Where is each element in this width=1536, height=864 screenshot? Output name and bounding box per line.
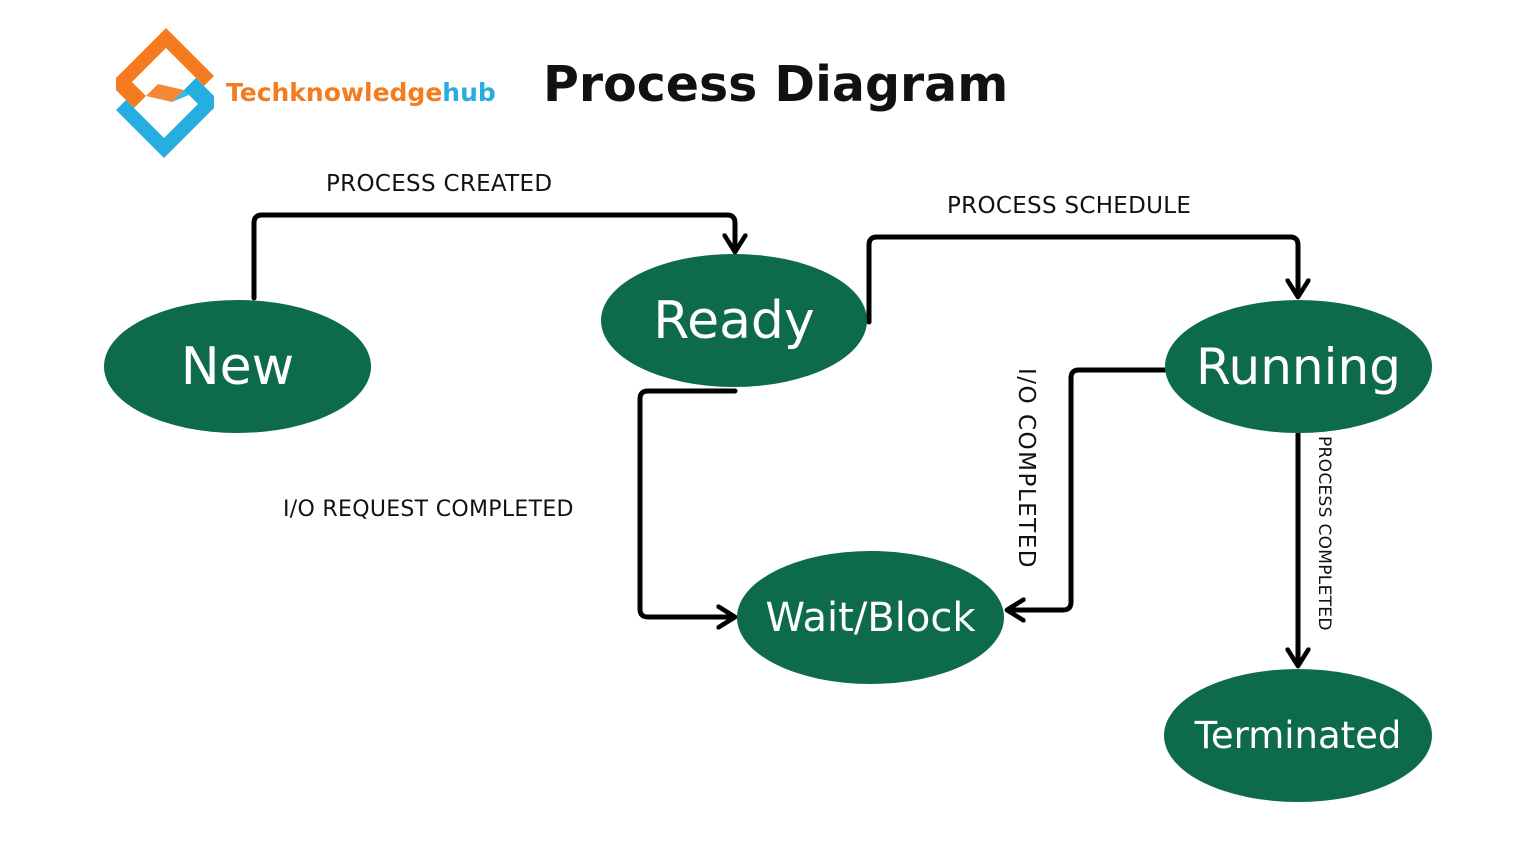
edge-ready-to-running	[866, 234, 1298, 325]
edge-ready-to-wait	[637, 388, 738, 617]
edge-new-to-ready	[251, 212, 735, 301]
label-io-request-completed: I/O REQUEST COMPLETED	[283, 497, 574, 522]
edge-running-to-wait	[1009, 367, 1169, 610]
brand-name-part1: Techknowledge	[226, 78, 443, 107]
brand-name: Techknowledgehub	[226, 78, 496, 107]
page-title: Process Diagram	[543, 56, 1009, 113]
state-terminated-label: Terminated	[1194, 714, 1402, 757]
brand-name-part2: hub	[442, 78, 496, 107]
state-wait-block-label: Wait/Block	[765, 594, 976, 641]
label-process-schedule: PROCESS SCHEDULE	[947, 193, 1192, 219]
techknowledgehub-logo-icon	[116, 28, 214, 158]
state-running-label: Running	[1196, 337, 1401, 396]
label-io-completed: I/O COMPLETED	[1013, 368, 1039, 569]
state-terminated: Terminated	[1164, 669, 1432, 802]
state-running: Running	[1165, 300, 1432, 433]
state-wait-block: Wait/Block	[737, 551, 1004, 684]
brand-logo: Techknowledgehub	[110, 28, 510, 163]
label-process-completed: PROCESS COMPLETED	[1314, 436, 1334, 631]
label-process-created: PROCESS CREATED	[326, 171, 553, 197]
state-new: New	[104, 300, 371, 433]
state-ready-label: Ready	[653, 290, 815, 351]
state-ready: Ready	[601, 254, 867, 387]
state-new-label: New	[180, 336, 295, 397]
